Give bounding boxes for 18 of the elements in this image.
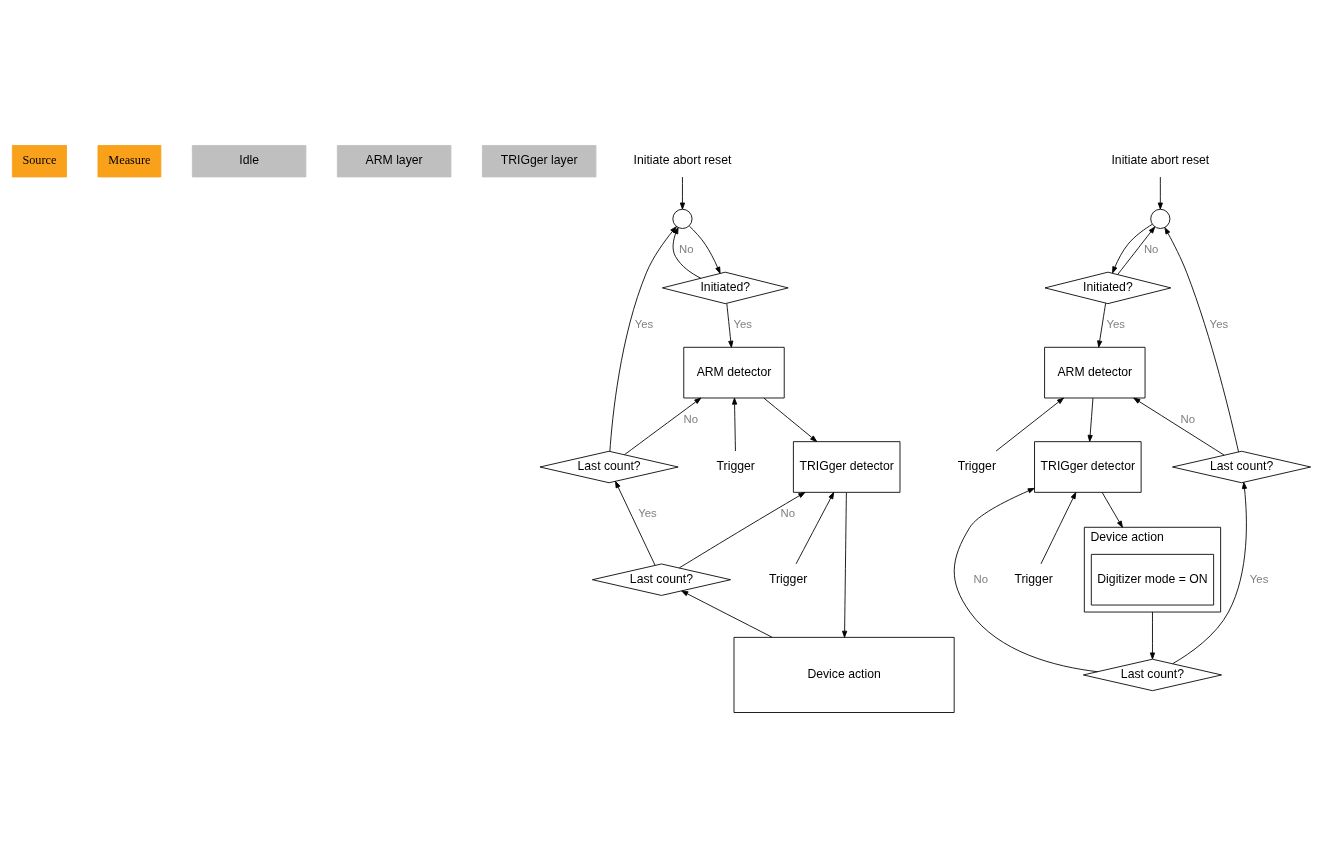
- edge-label: No: [679, 242, 694, 255]
- edge-label: No: [780, 506, 795, 519]
- node-text: Initiate abort reset: [1111, 152, 1210, 167]
- node-text: Trigger: [769, 571, 808, 586]
- edge-label: No: [683, 412, 698, 425]
- node-text: Initiate abort reset: [633, 152, 732, 167]
- node-text: Trigger: [957, 458, 996, 473]
- edge-label: No: [973, 572, 989, 585]
- edge-label: No: [1180, 412, 1196, 425]
- edge-label: Yes: [1106, 317, 1126, 330]
- edge-label: Yes: [1209, 317, 1229, 330]
- edge-label: Yes: [733, 317, 752, 330]
- node-text: Trigger: [716, 458, 755, 473]
- node-text: Trigger: [1014, 571, 1053, 586]
- edge-label: No: [1143, 242, 1159, 255]
- edge-label: Yes: [634, 317, 654, 330]
- edge-label: Yes: [638, 506, 657, 519]
- edge-label: Yes: [1249, 572, 1269, 585]
